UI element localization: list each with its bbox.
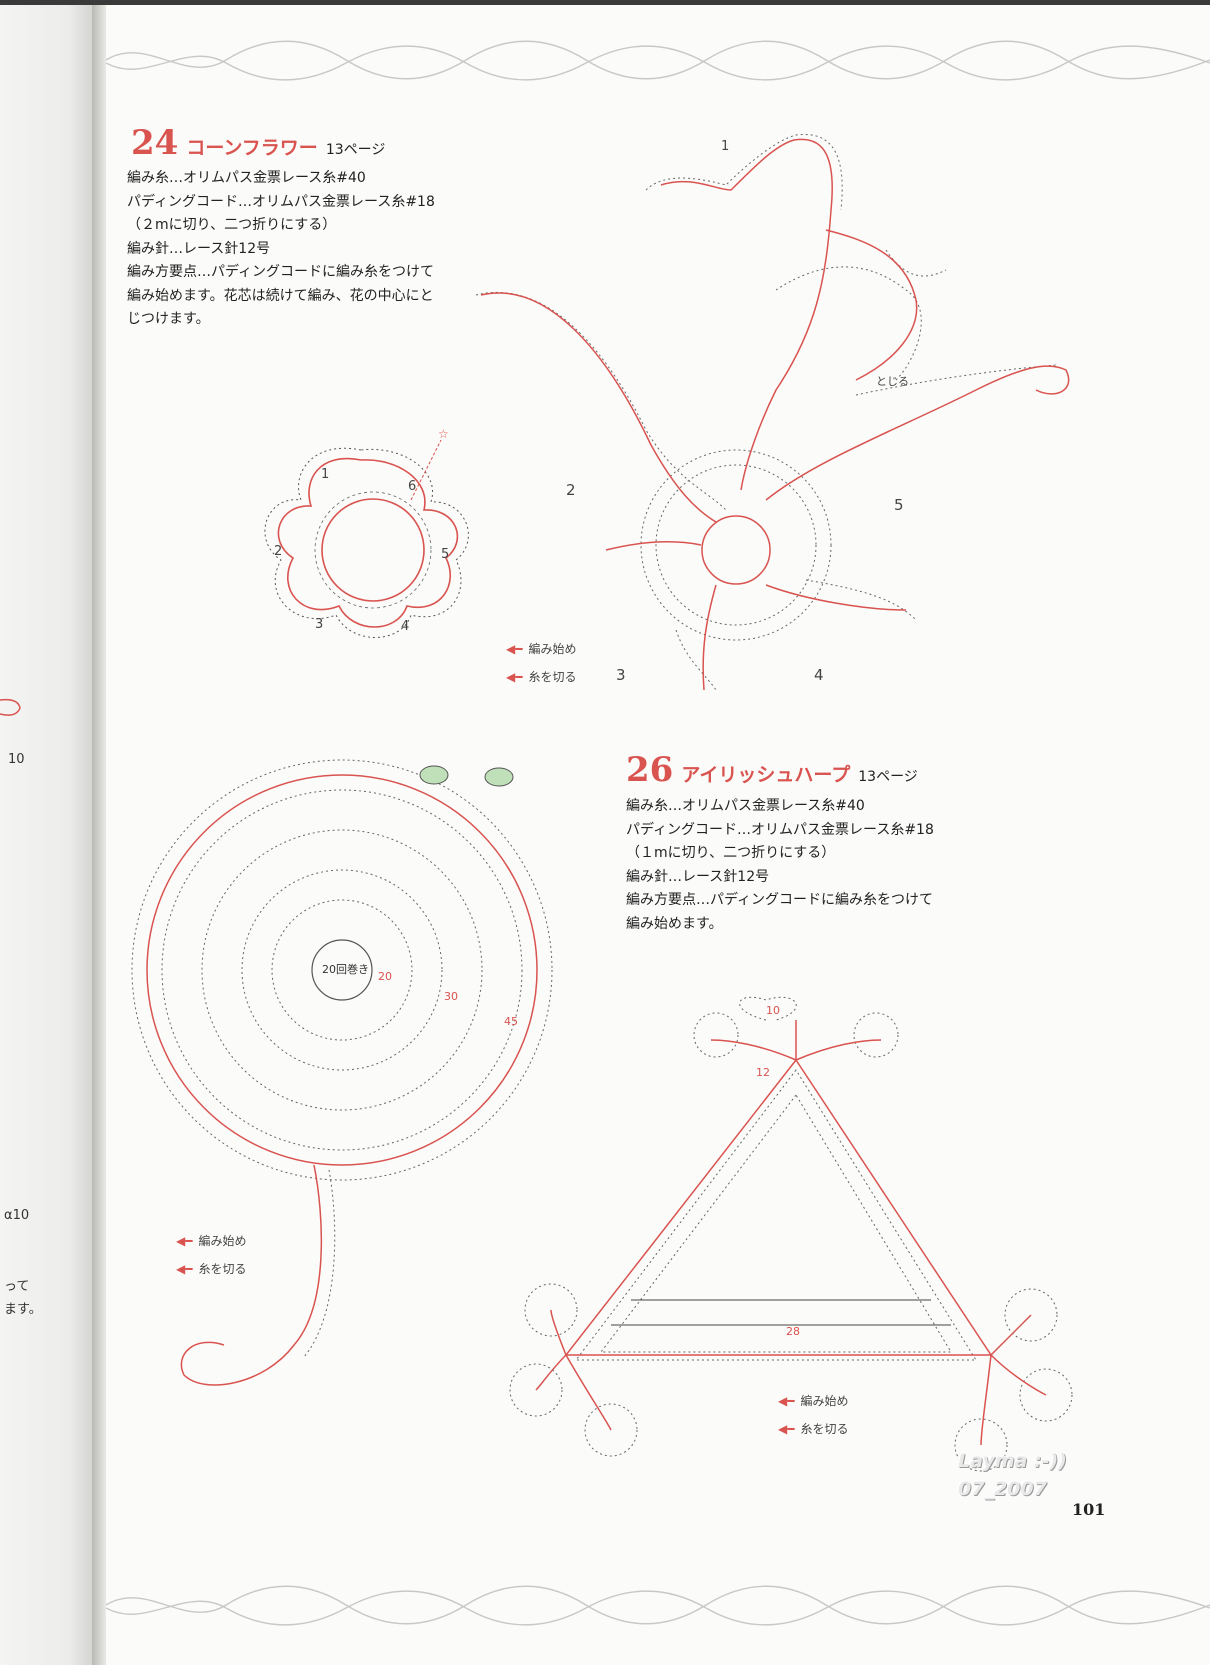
center-note: 20回巻き (322, 963, 369, 976)
instruction-line: 編み針…レース針12号 (626, 868, 770, 885)
pattern-24-instructions: 編み糸…オリムパス金票レース糸#40 パディングコード…オリムパス金票レース糸#… (127, 167, 435, 332)
irish-harp-diagram: 10 12 28 (509, 996, 1073, 1472)
start-arrow-icon: ◀━ (778, 1394, 795, 1408)
pattern-26-header: 26 アイリッシュハープ 13ページ (626, 750, 918, 790)
svg-text:☆: ☆ (438, 427, 449, 441)
legend-cut: 糸を切る (198, 1262, 247, 1276)
page-reference: 13ページ (325, 142, 386, 158)
page-reference: 13ページ (858, 769, 918, 785)
small-flower-diagram: ☆ 1 2 3 4 5 6 (264, 427, 469, 638)
left-page-fragment: α10 (4, 1208, 30, 1223)
petal-label: 4 (401, 619, 409, 634)
legend-cut: 糸を切る (800, 1422, 849, 1436)
cut-arrow-icon: ◀━ (778, 1422, 795, 1436)
top-scroll-border (106, 40, 1210, 81)
pattern-number: 26 (626, 750, 674, 790)
start-arrow-icon: ◀━ (176, 1234, 193, 1248)
stitch-count: 20 (378, 970, 392, 983)
stitch-count: 12 (756, 1066, 770, 1079)
left-page-diagram-fragment (0, 698, 21, 716)
right-page: 24 コーンフラワー 13ページ 編み糸…オリムパス金票レース糸#40 パディン… (106, 5, 1210, 1665)
pattern-title: コーンフラワー (186, 137, 318, 159)
stitch-count: 45 (504, 1015, 518, 1028)
legend-start: 編み始め (528, 642, 577, 656)
instruction-line: 編み糸…オリムパス金票レース糸#40 (127, 170, 366, 186)
leaf-label: 4 (814, 666, 824, 684)
instruction-line: （２mに切り、二つ折りにする） (127, 217, 337, 233)
stitch-count: 28 (786, 1325, 800, 1338)
join-note: とじる (876, 375, 909, 388)
leaf-label: 5 (894, 496, 904, 514)
left-page-edge: 10 α10 って ます。 (0, 0, 98, 1665)
pattern-number: 24 (131, 123, 179, 163)
instruction-line: （１mに切り、二つ折りにする） (626, 845, 836, 861)
legend-cut: 糸を切る (528, 670, 577, 684)
instruction-line: 編み始めます。花芯は続けて編み、花の中心にと (127, 287, 434, 304)
legend-bottom: ◀━ 編み始め ◀━ 糸を切る (778, 1387, 848, 1443)
legend-start: 編み始め (800, 1394, 849, 1408)
instruction-line: パディングコード…オリムパス金票レース糸#18 (626, 821, 934, 838)
instruction-line: 編み糸…オリムパス金票レース糸#40 (626, 798, 865, 814)
instruction-line: パディングコード…オリムパス金票レース糸#18 (127, 193, 435, 210)
stitch-count: 10 (766, 1004, 780, 1017)
cut-arrow-icon: ◀━ (176, 1262, 193, 1276)
petal-label: 6 (408, 479, 416, 494)
pattern-title: アイリッシュハープ (681, 764, 851, 786)
stitch-count: 30 (444, 990, 458, 1003)
start-arrow-icon: ◀━ (506, 642, 523, 656)
left-page-fragment: ます。 (4, 1302, 42, 1317)
leaf-label: 3 (616, 666, 626, 684)
instruction-line: 編み方要点…パディングコードに編み糸をつけて (626, 892, 934, 908)
legend-start: 編み始め (198, 1234, 247, 1248)
book-gutter (92, 0, 106, 1665)
instruction-line: 編み方要点…パディングコードに編み糸をつけて (127, 264, 435, 280)
leaf-label: 2 (566, 481, 576, 499)
left-page-fragment: って (4, 1279, 30, 1294)
left-page-fragment: 10 (8, 752, 25, 767)
sunflower-diagram: 20回巻き 20 30 45 (131, 759, 553, 1386)
pattern-24-header: 24 コーンフラワー 13ページ (131, 123, 385, 163)
pattern-26-instructions: 編み糸…オリムパス金票レース糸#40 パディングコード…オリムパス金票レース糸#… (626, 795, 934, 936)
petal-label: 3 (315, 617, 323, 632)
watermark-line: 07_2007 (958, 1478, 1047, 1500)
watermark-line: Layma :-)) (958, 1450, 1067, 1472)
cornflower-diagram: 1 2 3 4 5 とじる (475, 133, 1070, 691)
legend-top: ◀━ 編み始め ◀━ 糸を切る (506, 635, 576, 691)
petal-label: 5 (441, 547, 449, 562)
scan-top-edge (0, 0, 1210, 5)
cut-arrow-icon: ◀━ (506, 670, 523, 684)
legend-middle: ◀━ 編み始め ◀━ 糸を切る (176, 1227, 246, 1283)
petal-label: 1 (321, 467, 329, 482)
petal-label: 2 (274, 544, 282, 559)
instruction-line: 編み針…レース針12号 (127, 240, 271, 257)
page-number: 101 (1072, 1500, 1106, 1519)
bottom-scroll-border (106, 1585, 1210, 1626)
instruction-line: 編み始めます。 (626, 915, 723, 932)
leaf-label: 1 (721, 139, 729, 154)
instruction-line: じつけます。 (127, 311, 210, 327)
